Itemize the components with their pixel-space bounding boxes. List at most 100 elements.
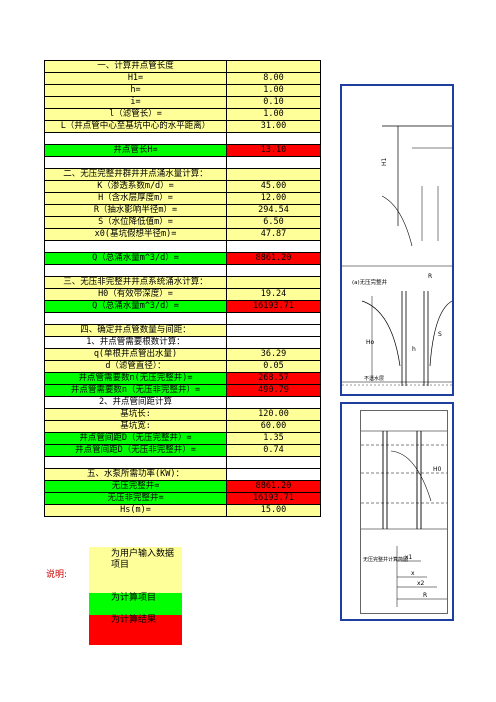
input-S[interactable]: 6.50: [226, 216, 321, 229]
empty-cell[interactable]: [226, 60, 321, 73]
label-cell: x0(基坑假想半径m)=: [44, 228, 227, 241]
result-p2[interactable]: 16193.71: [226, 492, 321, 505]
blank-cell: [44, 456, 227, 469]
blank-cell: [226, 132, 321, 145]
label-x: x: [411, 570, 415, 577]
label-h: h: [412, 346, 416, 353]
label-h1: H1: [381, 157, 388, 166]
label-cell: 基坑宽:: [44, 420, 227, 433]
label-cell: 井点管需要数n(无压完整井)=: [44, 372, 227, 385]
label-cell: h=: [44, 84, 227, 97]
subsection-title: 1、井点管需要根数计算：: [44, 336, 227, 349]
section-title: 五、水泵所需功率(KW)：: [44, 468, 227, 481]
section-title: 二、无压完整井群井井点涌水量计算：: [44, 168, 227, 181]
label-cell: 无压非完整井=: [44, 492, 227, 505]
input-l[interactable]: 1.00: [226, 108, 321, 121]
empty-cell[interactable]: [226, 324, 321, 337]
label-cell: 无压完整井=: [44, 480, 227, 493]
input-hs[interactable]: 15.00: [226, 504, 321, 517]
blank-cell: [44, 312, 227, 325]
input-h1[interactable]: 8.00: [226, 72, 321, 85]
blank-cell: [226, 264, 321, 277]
result-d1[interactable]: 1.35: [226, 432, 321, 445]
blank-cell: [44, 132, 227, 145]
label-cell: 井点管间距D（无压非完整井）=: [44, 444, 227, 457]
section-title: 四、确定井点管数量与间距：: [44, 324, 227, 337]
input-H[interactable]: 12.00: [226, 192, 321, 205]
label-s: S: [438, 331, 442, 338]
input-R[interactable]: 294.54: [226, 204, 321, 217]
label-ho: Ho: [366, 339, 375, 346]
label-R: R: [428, 273, 432, 280]
label-cell: 井点管需要数n（无压非完整井）=: [44, 384, 227, 397]
empty-cell[interactable]: [226, 396, 321, 409]
label-impermeable: 不透水层: [364, 375, 384, 382]
diagram-frame: H0 无压完整井计算简图 x1 x x2 R: [360, 410, 448, 614]
label-cell: L（井点管中心至基坑中心的水平距离）: [44, 120, 227, 133]
legend-yellow: 为用户输入数据项目: [89, 547, 182, 593]
label-cell: Q（总涌水量m^3/d）=: [44, 300, 227, 313]
blank-cell: [226, 456, 321, 469]
diagram-complete-well-svg: H1 (a)无压完整井 R Ho S h 不透水层: [342, 125, 452, 386]
label-H0: H0: [433, 466, 442, 473]
label-cell: q(单根井点管出水量): [44, 348, 227, 361]
label-cell: 井点管长H=: [44, 144, 227, 157]
label-cell: H（含水层厚度m）=: [44, 192, 227, 205]
label-cell: H0（有效带深度）=: [44, 288, 227, 301]
legend-title: 说明:: [46, 570, 68, 580]
result-pipe-length[interactable]: 13.10: [226, 144, 321, 157]
label-well-a: (a)无压完整井: [352, 278, 388, 286]
label-diagram-caption: 无压完整井计算简图: [363, 556, 408, 563]
label-cell: Q（总涌水量m^3/d）=: [44, 252, 227, 265]
section-title: 三、无压非完整井井点系统涌水计算：: [44, 276, 227, 289]
blank-cell: [44, 264, 227, 277]
diagram-complete-well: H1 (a)无压完整井 R Ho S h 不透水层: [340, 84, 454, 396]
input-q[interactable]: 36.29: [226, 348, 321, 361]
input-h[interactable]: 1.00: [226, 84, 321, 97]
input-x0[interactable]: 47.87: [226, 228, 321, 241]
input-d[interactable]: 0.05: [226, 360, 321, 373]
empty-cell[interactable]: [226, 168, 321, 181]
empty-cell[interactable]: [226, 468, 321, 481]
blank-cell: [226, 312, 321, 325]
empty-cell[interactable]: [226, 276, 321, 289]
input-length[interactable]: 120.00: [226, 408, 321, 421]
input-width[interactable]: 60.00: [226, 420, 321, 433]
empty-cell[interactable]: [226, 336, 321, 349]
input-L[interactable]: 31.00: [226, 120, 321, 133]
label-cell: K（渗透系数m/d）=: [44, 180, 227, 193]
blank-cell: [44, 240, 227, 253]
label-cell: 井点管间距D（无压完整井）=: [44, 432, 227, 445]
subsection-title: 2、井点管间距计算: [44, 396, 227, 409]
input-H0[interactable]: 19.24: [226, 288, 321, 301]
label-x2: x2: [417, 580, 425, 587]
blank-cell: [44, 156, 227, 169]
label-cell: d（滤管直径）：: [44, 360, 227, 373]
label-cell: Hs(m)=: [44, 504, 227, 517]
diagram-incomplete-well-svg: H0 无压完整井计算简图 x1 x x2 R: [361, 430, 447, 607]
result-n1[interactable]: 268.57: [226, 372, 321, 385]
section-title: 一、计算井点管长度: [44, 60, 227, 73]
label-x1: x1: [405, 554, 413, 561]
result-q1[interactable]: 8861.20: [226, 252, 321, 265]
label-cell: R（抽水影响半径m）=: [44, 204, 227, 217]
label-cell: l（滤管长）=: [44, 108, 227, 121]
label-cell: S（水位降低值m）=: [44, 216, 227, 229]
calculation-sheet: 一、计算井点管长度 H1=8.00 h=1.00 i=0.10 l（滤管长）=1…: [44, 60, 321, 517]
input-k[interactable]: 45.00: [226, 180, 321, 193]
legend: 为用户输入数据项目 为计算项目 为计算结果: [89, 547, 182, 645]
label-cell: H1=: [44, 72, 227, 85]
result-n2[interactable]: 490.79: [226, 384, 321, 397]
input-i[interactable]: 0.10: [226, 96, 321, 109]
result-q2[interactable]: 16193.71: [226, 300, 321, 313]
label-cell: i=: [44, 96, 227, 109]
result-p1[interactable]: 8861.20: [226, 480, 321, 493]
label-cell: 基坑长:: [44, 408, 227, 421]
blank-cell: [226, 240, 321, 253]
legend-green: 为计算项目: [89, 593, 182, 615]
legend-red: 为计算结果: [89, 615, 182, 645]
result-d2[interactable]: 0.74: [226, 444, 321, 457]
diagram-incomplete-well: H0 无压完整井计算简图 x1 x x2 R: [340, 402, 454, 621]
blank-cell: [226, 156, 321, 169]
label-R2: R: [423, 592, 427, 599]
